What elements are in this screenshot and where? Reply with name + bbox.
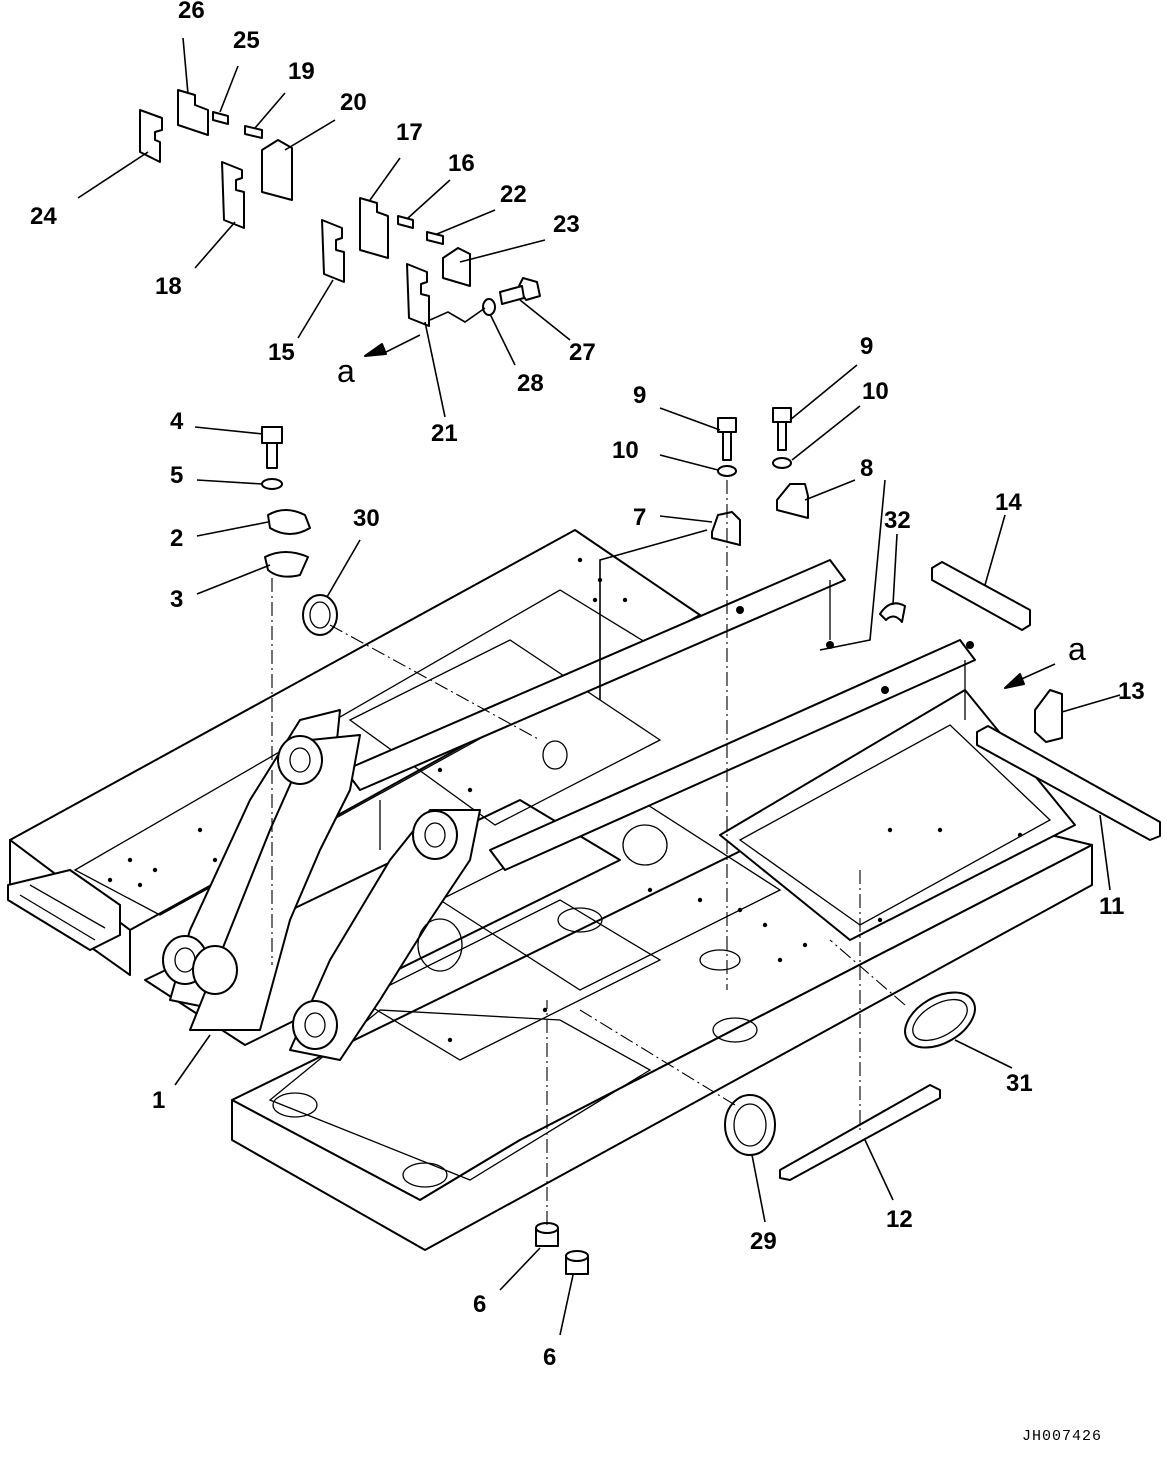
callout-10-left: 10 (612, 437, 639, 464)
part-11-bar (976, 725, 1161, 841)
callout-15: 15 (268, 339, 295, 366)
part-15-plate (321, 219, 345, 283)
assembly-lines (271, 307, 906, 1225)
part-25-key (212, 111, 229, 125)
callout-25: 25 (233, 27, 260, 54)
callout-29: 29 (750, 1228, 777, 1255)
part-17-block (359, 197, 389, 259)
callout-5: 5 (170, 462, 183, 489)
callout-23: 23 (553, 211, 580, 238)
callout-6-lower: 6 (543, 1344, 556, 1371)
part-14-bar (931, 561, 1031, 631)
callout-30: 30 (353, 505, 380, 532)
part-8-bracket (776, 483, 809, 519)
part-16-key (397, 215, 414, 229)
callout-8: 8 (860, 455, 873, 482)
drawing-code: JH007426 (1022, 1428, 1102, 1445)
leader-lines (77, 37, 1121, 1336)
part-7-bracket (711, 511, 741, 546)
part-10-washer-right (772, 457, 792, 469)
callout-2: 2 (170, 525, 183, 552)
callout-18: 18 (155, 273, 182, 300)
part-6-cap-lower (565, 1250, 589, 1275)
part-13-block (1034, 689, 1063, 743)
exploded-parts (139, 89, 1161, 1275)
part-32-clip (879, 602, 906, 623)
part-24-plate (139, 109, 163, 163)
part-9-bolt-left (717, 417, 737, 461)
callout-13: 13 (1118, 678, 1145, 705)
callout-9-left: 9 (633, 382, 646, 409)
part-22-key (426, 231, 444, 245)
callout-3: 3 (170, 586, 183, 613)
callout-24: 24 (30, 203, 57, 230)
part-6-cap-upper (535, 1222, 559, 1247)
callout-21: 21 (431, 420, 458, 447)
part-5-washer (261, 478, 283, 490)
callout-27: 27 (569, 339, 596, 366)
revolving-frame (7, 529, 1093, 1251)
part-10-washer-left (717, 465, 737, 477)
callout-20: 20 (340, 89, 367, 116)
callout-19: 19 (288, 58, 315, 85)
callout-16: 16 (448, 150, 475, 177)
callout-4: 4 (170, 408, 184, 435)
callout-7: 7 (633, 504, 646, 531)
part-30-seal (302, 594, 338, 636)
view-marker-a-right: a (1068, 631, 1086, 667)
part-20-block (261, 139, 293, 201)
callout-17: 17 (396, 119, 423, 146)
callout-14: 14 (995, 489, 1022, 516)
part-21-plate (406, 263, 430, 327)
callout-10-right: 10 (862, 378, 889, 405)
part-23-block (442, 247, 471, 287)
callout-28: 28 (517, 370, 544, 397)
callout-31: 31 (1006, 1070, 1033, 1097)
part-27-bolt (499, 277, 541, 305)
callout-6-upper: 6 (473, 1291, 486, 1318)
part-28-washer (482, 298, 496, 316)
part-19-key (244, 125, 263, 139)
callout-26: 26 (178, 0, 205, 24)
part-29-seal (724, 1094, 776, 1156)
callout-12: 12 (886, 1206, 913, 1233)
part-4-bolt (261, 426, 283, 469)
callout-11: 11 (1099, 893, 1124, 920)
callout-32: 32 (884, 507, 911, 534)
view-marker-a-top: a (337, 353, 355, 389)
callouts: 26 25 19 20 24 18 17 16 22 23 15 a 27 28… (30, 0, 1145, 1371)
part-3-gasket (264, 551, 309, 578)
part-26-block (177, 89, 209, 136)
callout-1: 1 (152, 1087, 165, 1114)
part-18-plate (221, 161, 245, 229)
part-31-seal (904, 991, 976, 1049)
part-9-bolt-right (772, 407, 792, 451)
part-2-cover (267, 509, 311, 535)
callout-22: 22 (500, 181, 527, 208)
callout-9-right: 9 (860, 333, 873, 360)
part-12-bar (779, 1084, 941, 1181)
